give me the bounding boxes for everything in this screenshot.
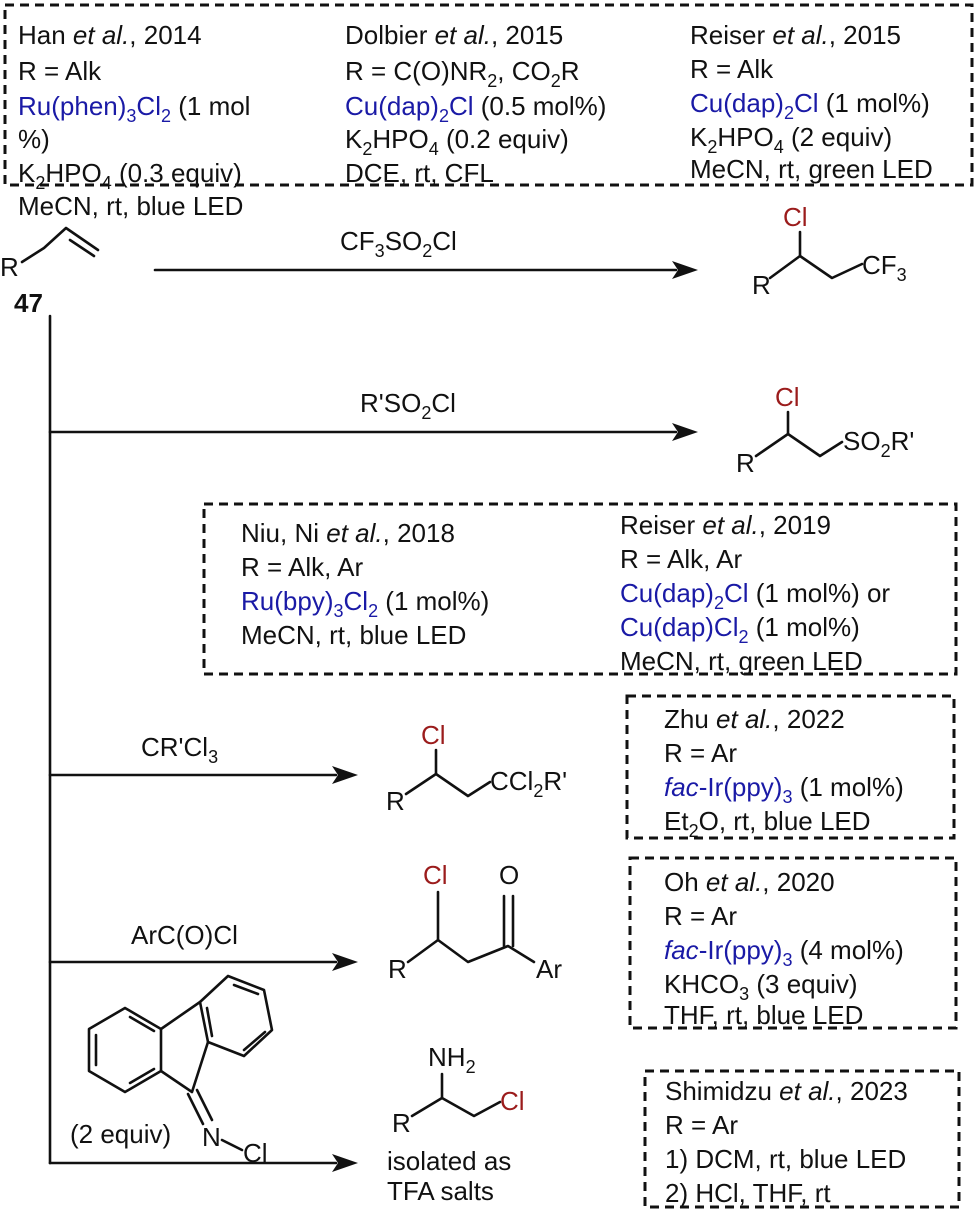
svg-text:Cl: Cl xyxy=(500,1086,525,1116)
svg-text:R = Alk, Ar: R = Alk, Ar xyxy=(241,552,363,582)
svg-text:CF3: CF3 xyxy=(862,250,907,285)
svg-text:isolated as: isolated as xyxy=(387,1146,511,1176)
svg-text:2) HCl, THF, rt: 2) HCl, THF, rt xyxy=(665,1178,831,1208)
product-4: Cl O R Ar xyxy=(388,860,562,984)
svg-text:Zhu et al., 2022: Zhu et al., 2022 xyxy=(664,704,845,734)
svg-text:DCE, rt, CFL: DCE, rt, CFL xyxy=(345,158,494,188)
svg-text:Niu, Ni et al., 2018: Niu, Ni et al., 2018 xyxy=(241,518,455,548)
svg-text:MeCN, rt, green LED: MeCN, rt, green LED xyxy=(690,154,933,184)
svg-text:%): %) xyxy=(18,124,50,154)
product-1: Cl R CF3 xyxy=(752,202,907,300)
svg-text:Ru(phen)3Cl2 (1 mol: Ru(phen)3Cl2 (1 mol xyxy=(18,91,250,126)
conditions-shimidzu-box xyxy=(643,1069,961,1209)
svg-text:R = Ar: R = Ar xyxy=(664,738,737,768)
svg-text:R = Alk: R = Alk xyxy=(18,56,102,86)
svg-text:Cu(dap)2Cl (1 mol%) or: Cu(dap)2Cl (1 mol%) or xyxy=(620,578,890,613)
svg-text:Han et al., 2014: Han et al., 2014 xyxy=(18,20,202,50)
conditions-reiser-2015: Reiser et al., 2015 R = Alk Cu(dap)2Cl (… xyxy=(690,20,933,184)
svg-text:Shimidzu et al., 2023: Shimidzu et al., 2023 xyxy=(665,1076,908,1106)
reaction-3-reagent: CR'Cl3 xyxy=(141,732,218,767)
reaction-5-arrow xyxy=(48,1154,358,1172)
svg-text:Cl: Cl xyxy=(423,860,448,890)
svg-text:47: 47 xyxy=(14,288,43,318)
svg-text:THF, rt, blue LED: THF, rt, blue LED xyxy=(664,1000,863,1030)
svg-text:1) DCM, rt, blue LED: 1) DCM, rt, blue LED xyxy=(665,1144,906,1174)
svg-text:Cl: Cl xyxy=(783,202,808,232)
substrate-47: R 47 xyxy=(0,226,100,318)
conditions-dolbier-2015: Dolbier et al., 2015 R = C(O)NR2, CO2R C… xyxy=(345,20,606,188)
svg-text:TFA salts: TFA salts xyxy=(387,1176,494,1206)
svg-text:Cu(dap)Cl2 (1 mol%): Cu(dap)Cl2 (1 mol%) xyxy=(620,612,860,647)
svg-text:MeCN, rt, blue LED: MeCN, rt, blue LED xyxy=(18,191,243,221)
conditions-shimidzu-2023: Shimidzu et al., 2023 R = Ar 1) DCM, rt,… xyxy=(665,1076,908,1208)
svg-text:Cu(dap)2Cl (1 mol%): Cu(dap)2Cl (1 mol%) xyxy=(690,88,930,123)
svg-text:R = Ar: R = Ar xyxy=(665,1110,738,1140)
svg-text:R = C(O)NR2, CO2R: R = C(O)NR2, CO2R xyxy=(345,56,580,91)
svg-text:SO2R': SO2R' xyxy=(843,426,914,461)
svg-text:Ar: Ar xyxy=(536,954,562,984)
svg-text:Reiser et al., 2015: Reiser et al., 2015 xyxy=(690,20,901,50)
reaction-2-arrow xyxy=(48,423,698,441)
svg-text:R = Alk: R = Alk xyxy=(690,54,774,84)
conditions-oh-box xyxy=(628,856,958,1030)
svg-text:KHCO3 (3 equiv): KHCO3 (3 equiv) xyxy=(664,969,858,1004)
reagent-fluorenone-imine: N Cl (2 equiv) xyxy=(70,974,274,1168)
top-conditions-box xyxy=(3,3,974,187)
svg-text:R: R xyxy=(736,448,755,478)
svg-text:R: R xyxy=(386,786,405,816)
product-3: Cl R CCl2R' xyxy=(386,720,567,816)
svg-text:K2HPO4 (0.2 equiv): K2HPO4 (0.2 equiv) xyxy=(345,124,569,159)
svg-text:Cl: Cl xyxy=(775,382,800,412)
svg-text:R: R xyxy=(388,954,407,984)
svg-text:K2HPO4 (2 equiv): K2HPO4 (2 equiv) xyxy=(690,122,892,157)
middle-conditions-box xyxy=(202,502,958,676)
svg-text:K2HPO4 (0.3 equiv): K2HPO4 (0.3 equiv) xyxy=(18,158,242,193)
reaction-2-reagent: R'SO2Cl xyxy=(360,388,456,423)
conditions-zhu-box xyxy=(625,694,956,840)
reaction-3-arrow xyxy=(48,766,358,784)
conditions-han-2014: Han et al., 2014 R = Alk Ru(phen)3Cl2 (1… xyxy=(18,20,250,221)
reaction-1-reagent: CF3SO2Cl xyxy=(340,226,457,261)
product-5: NH2 R Cl isolated as TFA salts xyxy=(387,1042,525,1206)
svg-text:R = Ar: R = Ar xyxy=(664,901,737,931)
svg-text:N: N xyxy=(202,1122,221,1152)
conditions-reiser-2019: Reiser et al., 2019 R = Alk, Ar Cu(dap)2… xyxy=(620,510,890,676)
svg-text:MeCN, rt, green LED: MeCN, rt, green LED xyxy=(620,646,863,676)
svg-text:R: R xyxy=(392,1108,411,1138)
svg-text:R: R xyxy=(0,252,19,282)
conditions-niu-2018: Niu, Ni et al., 2018 R = Alk, Ar Ru(bpy)… xyxy=(241,518,489,650)
conditions-oh-2020: Oh et al., 2020 R = Ar fac-Ir(ppy)3 (4 m… xyxy=(664,867,904,1030)
reaction-4-reagent: ArC(O)Cl xyxy=(131,920,238,950)
svg-text:(2 equiv): (2 equiv) xyxy=(70,1119,171,1149)
svg-text:Cu(dap)2Cl (0.5 mol%): Cu(dap)2Cl (0.5 mol%) xyxy=(345,91,606,126)
svg-text:Ru(bpy)3Cl2 (1 mol%): Ru(bpy)3Cl2 (1 mol%) xyxy=(241,586,489,621)
svg-text:fac-Ir(ppy)3 (4 mol%): fac-Ir(ppy)3 (4 mol%) xyxy=(664,935,904,970)
svg-text:Reiser et al., 2019: Reiser et al., 2019 xyxy=(620,510,831,540)
conditions-zhu-2022: Zhu et al., 2022 R = Ar fac-Ir(ppy)3 (1 … xyxy=(664,704,904,841)
reaction-1-arrow xyxy=(153,261,698,279)
svg-text:R: R xyxy=(752,270,771,300)
svg-text:Dolbier et al., 2015: Dolbier et al., 2015 xyxy=(345,20,563,50)
svg-text:NH2: NH2 xyxy=(428,1042,476,1077)
product-2: Cl R SO2R' xyxy=(736,382,914,478)
svg-text:fac-Ir(ppy)3 (1 mol%): fac-Ir(ppy)3 (1 mol%) xyxy=(664,772,904,807)
svg-text:Et2O, rt, blue LED: Et2O, rt, blue LED xyxy=(664,806,871,841)
svg-text:MeCN, rt, blue LED: MeCN, rt, blue LED xyxy=(241,620,466,650)
svg-text:CCl2R': CCl2R' xyxy=(490,766,567,801)
svg-text:O: O xyxy=(499,860,519,890)
svg-text:R = Alk, Ar: R = Alk, Ar xyxy=(620,544,742,574)
reaction-4-arrow xyxy=(48,953,358,971)
svg-text:Oh et al., 2020: Oh et al., 2020 xyxy=(664,867,835,897)
svg-text:Cl: Cl xyxy=(421,720,446,750)
